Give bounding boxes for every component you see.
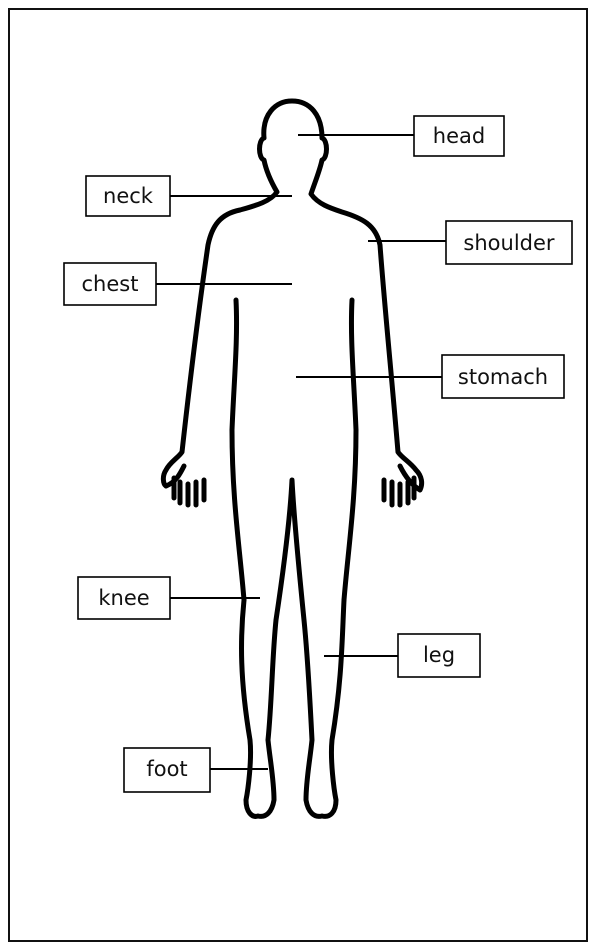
- inner-arms: [232, 300, 356, 600]
- human-body-outline: [163, 101, 421, 816]
- label-shoulder: shoulder: [446, 221, 572, 264]
- label-shoulder-text: shoulder: [463, 231, 554, 255]
- label-neck: neck: [86, 176, 170, 216]
- label-head-text: head: [433, 124, 485, 148]
- label-neck-text: neck: [103, 184, 154, 208]
- right-hand: [384, 478, 414, 505]
- label-knee-text: knee: [98, 586, 149, 610]
- label-chest-text: chest: [82, 272, 139, 296]
- label-chest: chest: [64, 263, 156, 305]
- label-stomach-text: stomach: [458, 365, 548, 389]
- label-head: head: [414, 116, 504, 156]
- label-leg-text: leg: [423, 643, 455, 667]
- label-knee: knee: [78, 577, 170, 619]
- label-foot-text: foot: [146, 757, 187, 781]
- legs: [242, 480, 344, 816]
- body-outline-main: [163, 101, 421, 490]
- label-leg: leg: [398, 634, 480, 677]
- left-hand: [174, 478, 204, 505]
- label-foot: foot: [124, 748, 210, 792]
- label-stomach: stomach: [442, 355, 564, 398]
